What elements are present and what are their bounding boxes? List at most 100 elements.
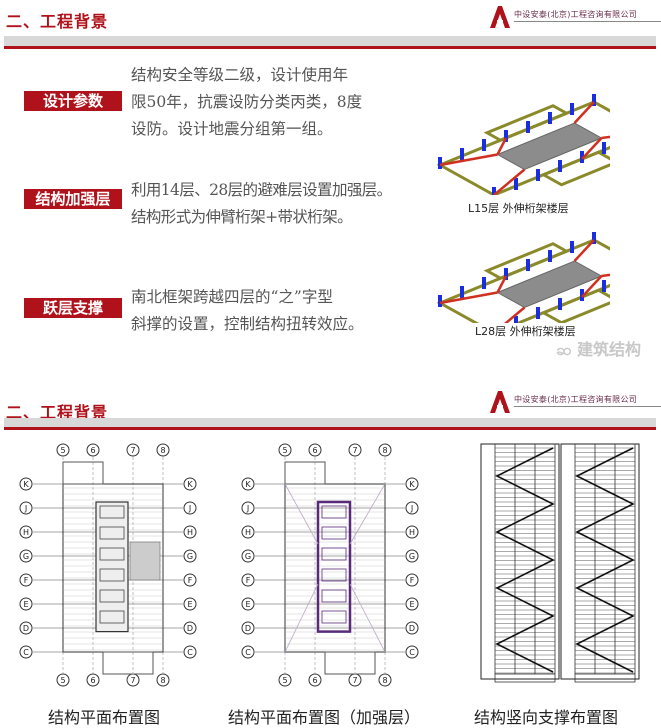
axis-label: 7: [130, 676, 135, 685]
axis-label: K: [245, 480, 251, 489]
axis-bubble: [241, 597, 255, 611]
column: [514, 316, 518, 323]
l28-truss-3d-figure: [436, 232, 610, 323]
frame-outline: [480, 443, 560, 680]
axis-bubble: [278, 673, 292, 687]
caption-elevation: 结构竖向支撑布置图: [474, 708, 619, 727]
axis-label: J: [246, 504, 249, 513]
axis-label: 6: [312, 446, 317, 455]
axis-bubble: [378, 673, 392, 687]
column: [570, 241, 574, 253]
axis-bubble: [183, 501, 197, 515]
logo-a-icon: [490, 391, 510, 413]
outrigger-brace: [439, 153, 498, 167]
axis-bubble: [405, 597, 419, 611]
axis-bubble: [405, 621, 419, 635]
column: [580, 289, 584, 301]
axis-bubble: [405, 549, 419, 563]
outrigger-brace: [601, 273, 610, 278]
axis-bubble: [241, 573, 255, 587]
column: [526, 121, 530, 133]
axis-label: F: [246, 576, 251, 585]
axis-bubble: [19, 477, 33, 491]
axis-label: K: [409, 480, 415, 489]
axis-bubble: [19, 645, 33, 659]
axis-label: C: [187, 648, 193, 657]
axis-bubble: [183, 525, 197, 539]
axis-label: 7: [352, 446, 357, 455]
axis-bubble: [19, 621, 33, 635]
header-divider: [4, 427, 656, 430]
axis-label: C: [409, 648, 415, 657]
zigzag-brace: [495, 447, 555, 673]
l15-caption: L15层 外伸桁架楼层: [468, 202, 569, 215]
axis-bubble: [308, 673, 322, 687]
axis-label: K: [187, 480, 193, 489]
outrigger-line: [284, 583, 319, 653]
slab-outline: [62, 461, 104, 485]
wechat-icon: ဆ: [556, 340, 572, 359]
outrigger-brace: [601, 135, 610, 140]
outrigger-line: [349, 483, 386, 545]
axis-label: G: [23, 552, 29, 561]
podium: [494, 673, 556, 683]
outrigger-brace: [504, 306, 526, 323]
axis-label: 7: [352, 676, 357, 685]
axis-bubble: [56, 443, 70, 457]
axis-bubble: [19, 549, 33, 563]
header-divider: [4, 46, 656, 49]
axis-label: E: [409, 600, 414, 609]
tag-cross-floor-bracing: 跃层支撑: [24, 298, 122, 318]
axis-bubble: [278, 443, 292, 457]
core-cell: [321, 610, 347, 624]
outrigger-brace: [439, 291, 498, 305]
axis-label: G: [187, 552, 193, 561]
axis-label: D: [245, 624, 251, 633]
column: [548, 250, 552, 262]
design-params-text: 结构安全等级二级，设计使用年 限50年，抗震设防分类丙类，8度 设防。设计地震分…: [131, 66, 363, 138]
caption-plan: 结构平面布置图: [48, 708, 161, 727]
axis-label: 5: [282, 676, 287, 685]
axis-bubble: [308, 443, 322, 457]
column: [504, 268, 508, 280]
column: [504, 130, 508, 142]
axis-bubble: [86, 673, 100, 687]
outrigger-brace: [581, 275, 603, 298]
core-cell: [99, 526, 125, 540]
axis-label: D: [23, 624, 29, 633]
axis-bubble: [405, 477, 419, 491]
column: [592, 94, 596, 106]
column: [558, 298, 562, 310]
axis-label: C: [245, 648, 251, 657]
l15-truss-3d-figure: [436, 94, 610, 195]
axis-bubble: [241, 525, 255, 539]
axis-label: 8: [382, 676, 387, 685]
caption-plan-strengthened: 结构平面布置图（加强层）: [228, 708, 421, 727]
axis-label: E: [245, 600, 250, 609]
axis-label: H: [187, 528, 193, 537]
outrigger-brace: [573, 239, 595, 262]
outrigger-brace: [493, 168, 526, 195]
axis-label: 5: [60, 446, 65, 455]
floor-frame: [483, 242, 570, 280]
zigzag-brace: [575, 447, 635, 673]
header-band: [4, 36, 656, 46]
watermark: ဆ 建筑结构: [556, 340, 642, 359]
column: [438, 157, 442, 169]
column: [460, 148, 464, 160]
axis-bubble: [405, 501, 419, 515]
column: [460, 286, 464, 298]
core-wall: [496, 260, 603, 309]
core-cell: [321, 526, 347, 540]
axis-label: 7: [130, 446, 135, 455]
axis-bubble: [405, 645, 419, 659]
axis-bubble: [241, 477, 255, 491]
axis-bubble: [183, 573, 197, 587]
core-tube: [95, 501, 129, 633]
core-wall: [496, 122, 603, 171]
core-cell: [321, 547, 347, 561]
core-cell: [321, 505, 347, 519]
outrigger-brace: [581, 137, 603, 160]
